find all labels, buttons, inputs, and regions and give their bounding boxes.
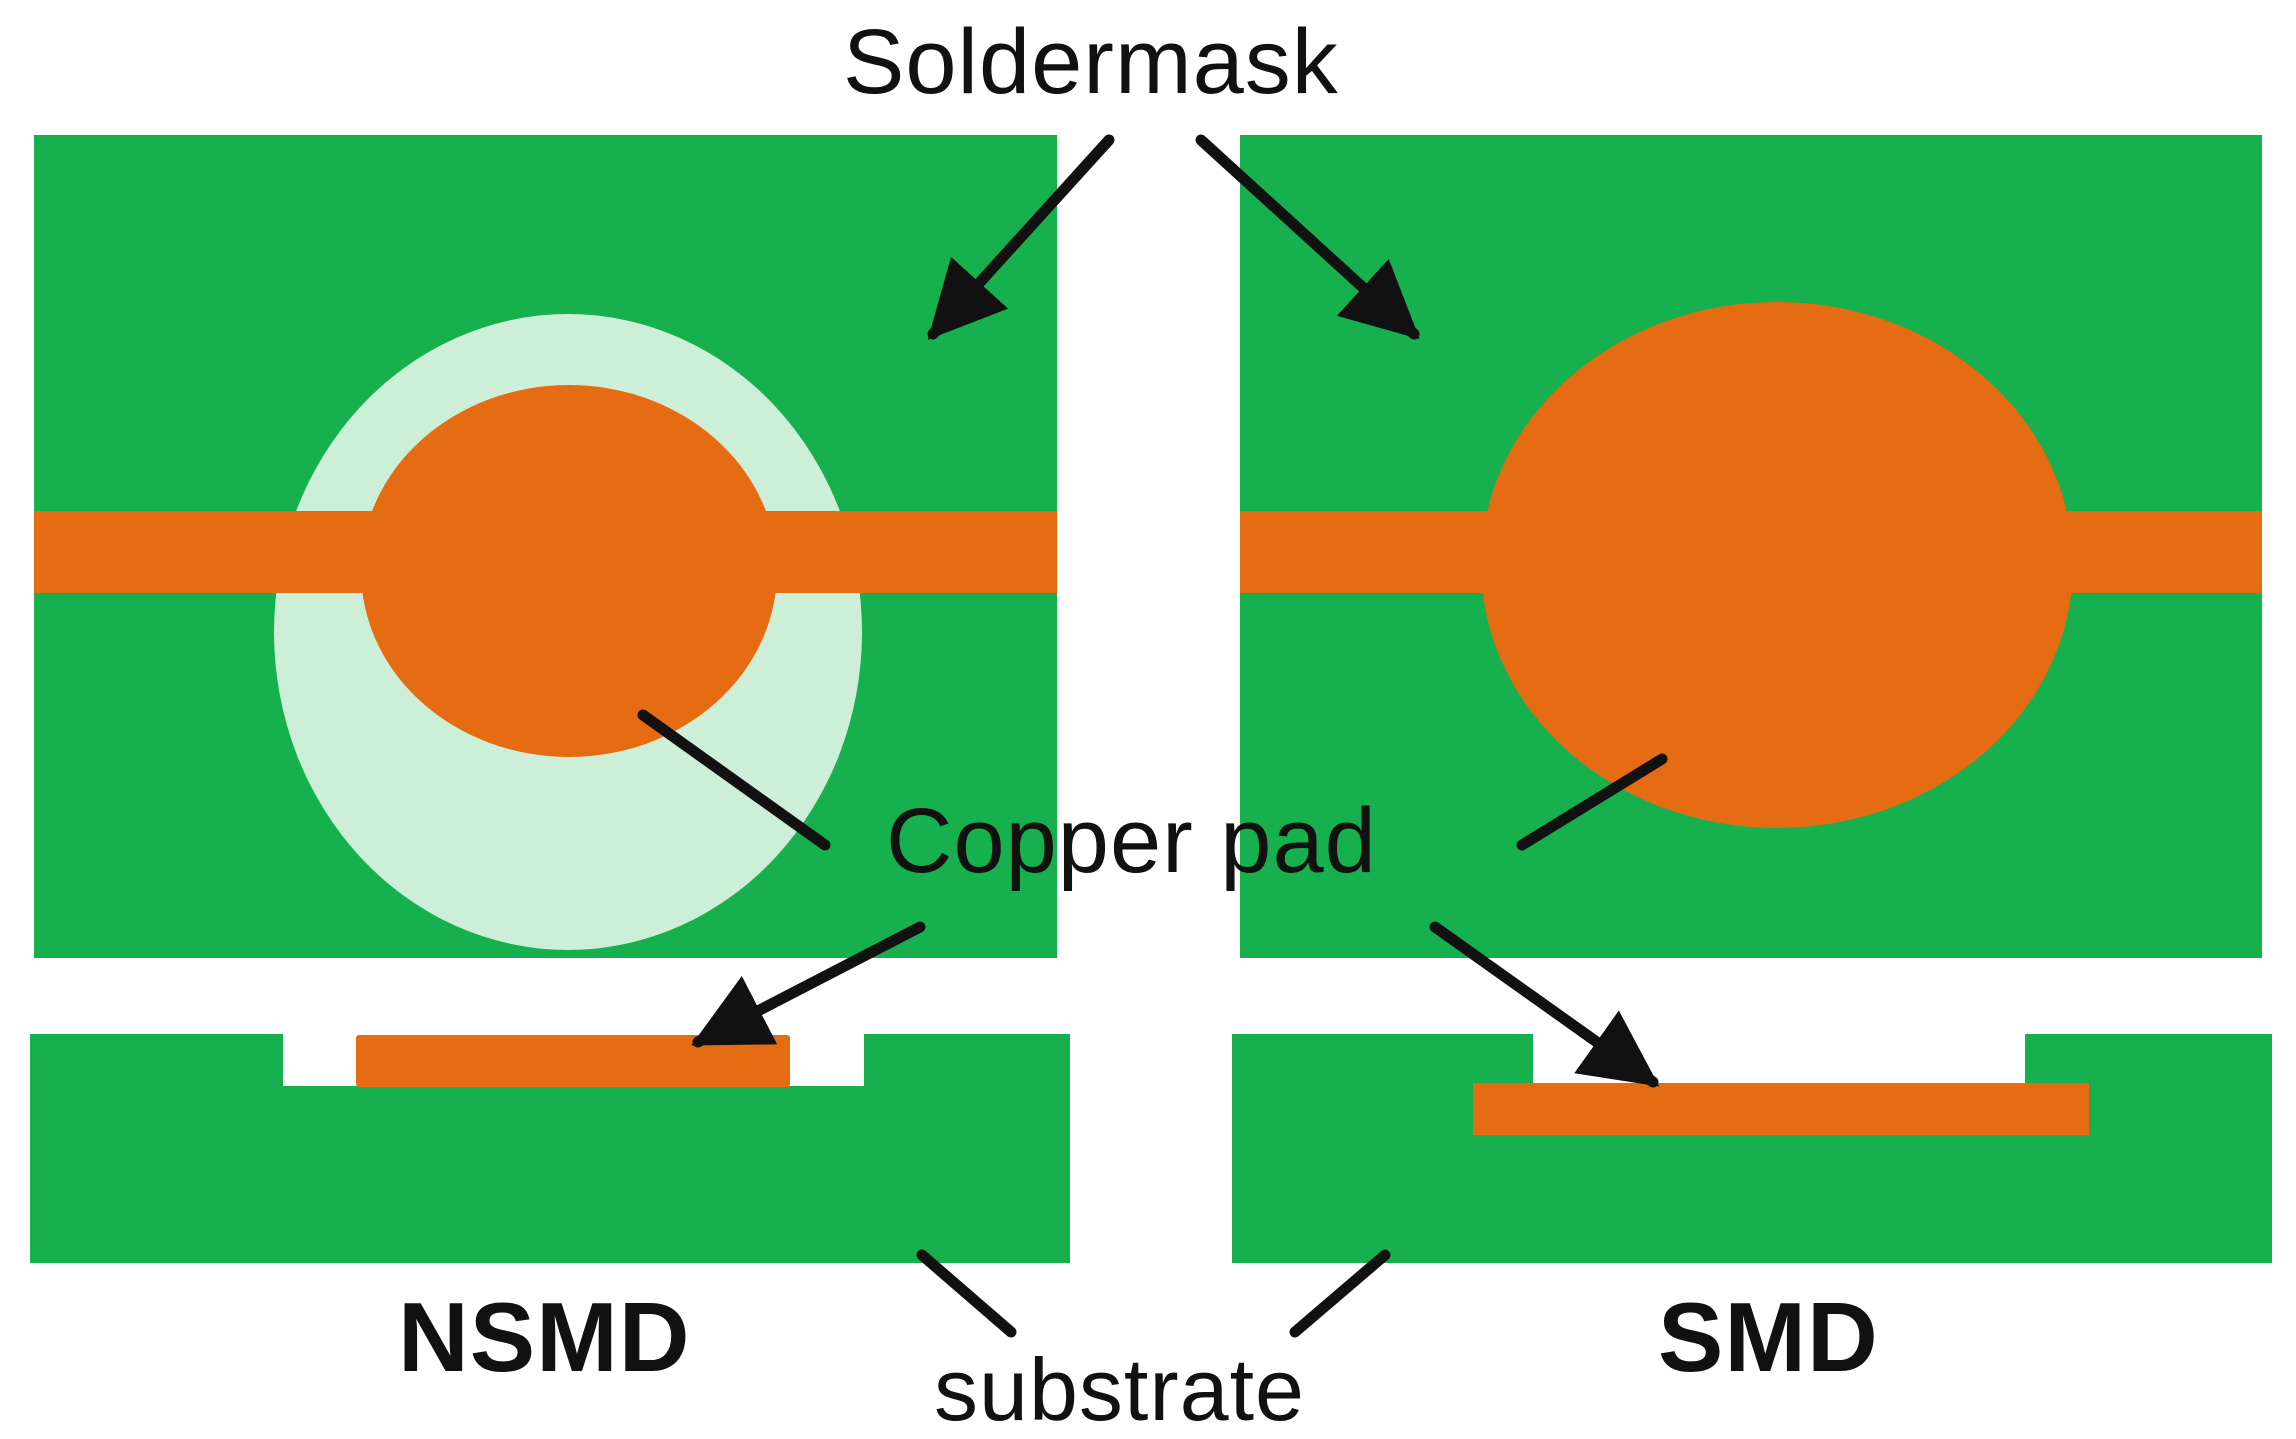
copper-pad-label: Copper pad <box>886 790 1377 892</box>
nsmd-copper-pad <box>361 385 777 757</box>
nsmd-soldermask-right <box>864 1034 1070 1090</box>
copper-pad-right-pointer <box>1516 753 1668 851</box>
nsmd-cross-copper-pad <box>356 1035 790 1087</box>
copper-pad-left-pointer <box>637 709 831 851</box>
soldermask-label: Soldermask <box>843 11 1339 113</box>
substrate-right-pointer <box>1289 1249 1391 1338</box>
smd-copper-pad <box>1481 302 2073 828</box>
soldermask-right-arrow <box>1195 134 1420 340</box>
copper-pad-right-arrow <box>1429 921 1660 1088</box>
soldermask-left-arrow <box>927 134 1115 340</box>
smd-cross-copper-pad <box>1473 1083 2089 1135</box>
smd-label: SMD <box>1658 1282 1879 1392</box>
nsmd-label: NSMD <box>398 1282 691 1392</box>
smd-mask-gap <box>1533 1034 2025 1083</box>
copper-pad-left-arrow <box>691 921 926 1048</box>
nsmd-soldermask-left <box>30 1034 283 1090</box>
smd-top-view <box>1240 135 2262 958</box>
nsmd-substrate <box>30 1086 1070 1263</box>
nsmd-cross-section <box>30 1034 1070 1263</box>
annotation-arrows <box>637 134 1668 1338</box>
smd-cross-section <box>1232 1034 2272 1263</box>
nsmd-top-view <box>34 135 1057 958</box>
substrate-left-pointer <box>916 1249 1017 1338</box>
substrate-label: substrate <box>934 1340 1305 1439</box>
